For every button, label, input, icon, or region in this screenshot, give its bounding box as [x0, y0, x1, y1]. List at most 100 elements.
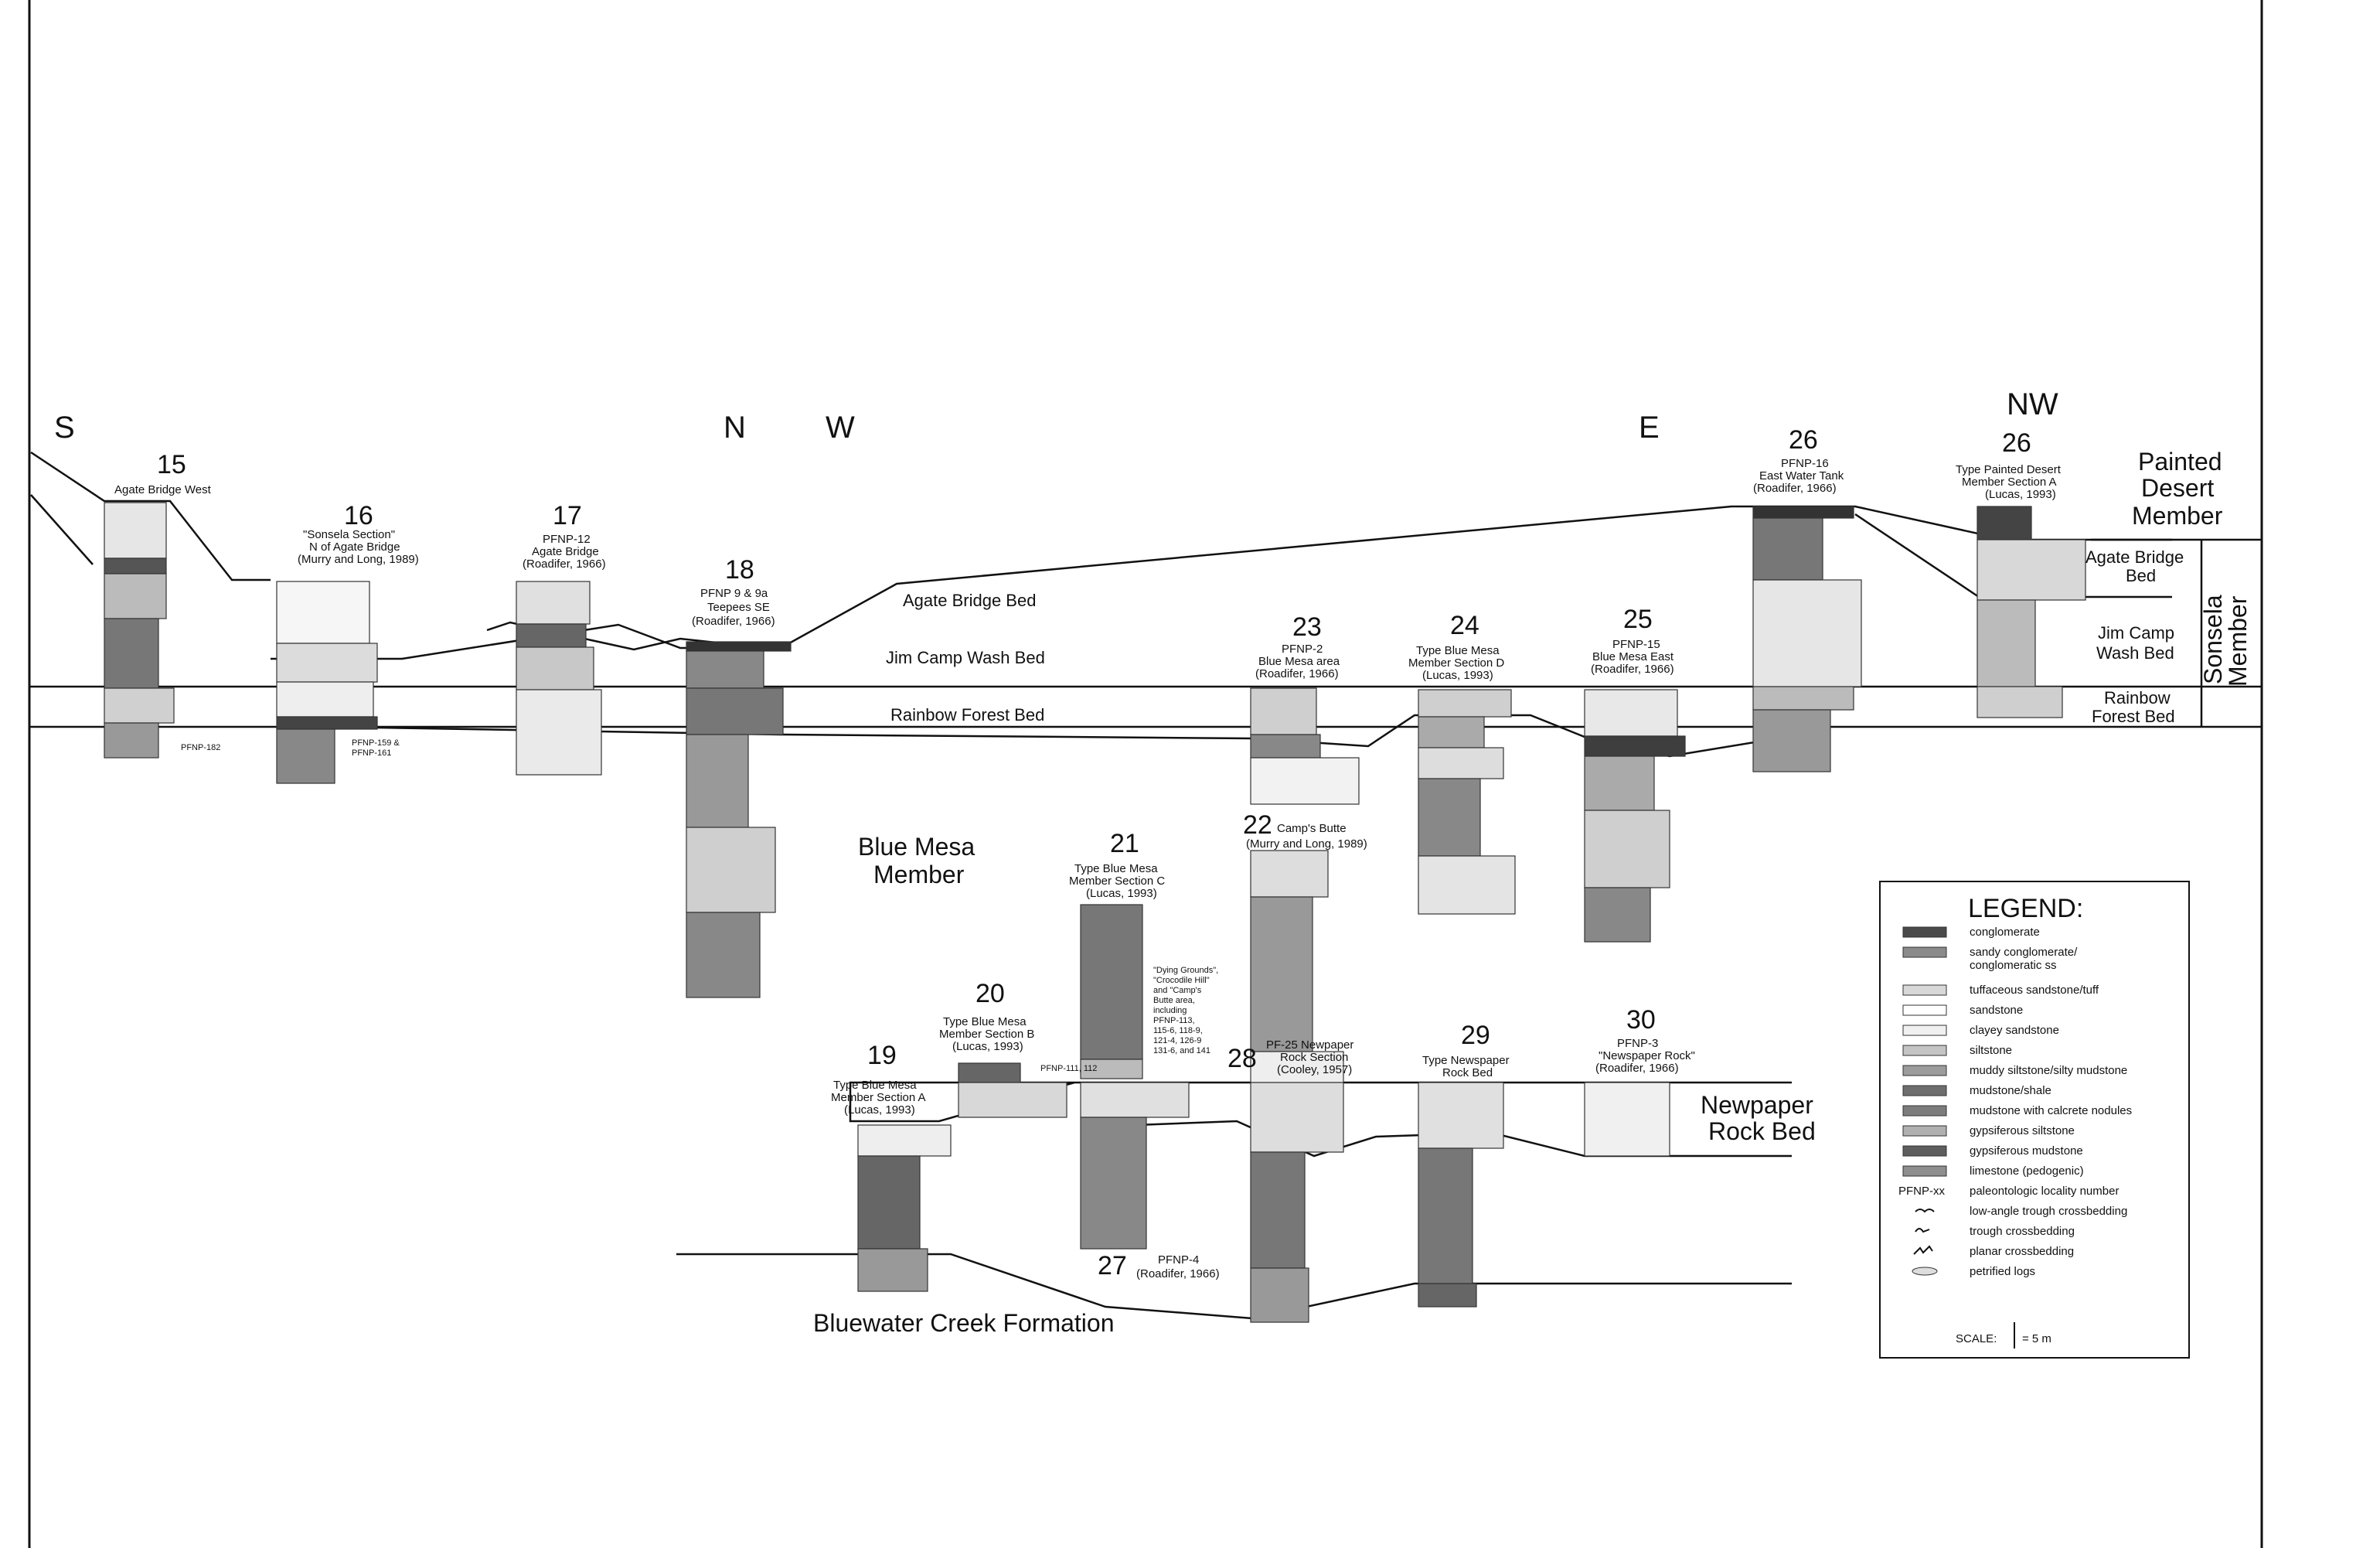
section-number-30: 30: [1626, 1005, 1656, 1035]
section-caption-25-3: (Roadifer, 1966): [1591, 663, 1674, 676]
legend-label: trough crossbedding: [1970, 1225, 2075, 1238]
legend-scale-label: SCALE:: [1956, 1332, 1997, 1345]
section-number-21: 21: [1110, 829, 1139, 858]
section-caption-18-3: (Roadifer, 1966): [692, 615, 775, 628]
section-caption-20-2: Member Section B: [939, 1028, 1034, 1041]
legend-item: sandstone: [1902, 1004, 2023, 1017]
section-28: 28 PF-25 Newpaper Rock Section (Cooley, …: [1227, 1038, 1353, 1076]
legend-item: mudstone/shale: [1902, 1084, 2051, 1097]
section-26-type: 26 Type Painted Desert Member Section A …: [1956, 428, 2062, 501]
legend-label: conglomerate: [1970, 926, 2040, 939]
legend-items: conglomerate sandy conglomerate/conglomer…: [1898, 926, 2132, 1278]
legend-swatch: [1902, 1165, 1947, 1177]
legend-item: sandy conglomerate/conglomeratic ss: [1902, 946, 2078, 972]
section-23: 23 PFNP-2 Blue Mesa area (Roadifer, 1966…: [1255, 612, 1340, 680]
section-25: 25 PFNP-15 Blue Mesa East (Roadifer, 196…: [1591, 605, 1674, 676]
section-30: 30 PFNP-3 "Newspaper Rock" (Roadifer, 19…: [1595, 1005, 1695, 1075]
s-left-wedge: [30, 451, 271, 581]
section-caption-17-1: PFNP-12: [543, 533, 591, 546]
legend-label: gypsiferous mudstone: [1970, 1144, 2083, 1158]
section-24: 24 Type Blue Mesa Member Section D (Luca…: [1408, 611, 1504, 682]
section-27: 27 PFNP-4 (Roadifer, 1966): [1098, 1251, 1220, 1280]
section-26-east: 26 PFNP-16 East Water Tank (Roadifer, 19…: [1753, 425, 1844, 495]
section-number-18: 18: [725, 555, 754, 585]
painted-desert-label-2: Desert: [2141, 474, 2214, 502]
section-caption-28-3: (Cooley, 1957): [1277, 1063, 1352, 1076]
section-17: 17 PFNP-12 Agate Bridge (Roadifer, 1966): [523, 501, 606, 571]
legend-label: muddy siltstone/silty mudstone: [1970, 1064, 2127, 1077]
section-caption-21-1: Type Blue Mesa: [1074, 862, 1158, 875]
bed-labels: Agate Bridge Bed Jim Camp Wash Bed Rainb…: [886, 591, 1045, 725]
locality-pfnp-182: PFNP-182: [181, 743, 220, 752]
section-caption-30-3: (Roadifer, 1966): [1595, 1062, 1679, 1075]
legend-swatch: [1902, 1105, 1947, 1117]
section-caption-26-east-3: (Roadifer, 1966): [1753, 482, 1837, 495]
legend-item: petrified logs: [1912, 1265, 2035, 1278]
section-caption-24-2: Member Section D: [1408, 656, 1504, 670]
dying-grounds-6: PFNP-113,: [1153, 1016, 1195, 1025]
column-20: [958, 1062, 1067, 1118]
legend-item: conglomerate: [1902, 926, 2040, 939]
column-15: [104, 502, 175, 759]
low-angle-crossbedding-icon: [1915, 1209, 1935, 1213]
section-18: 18 PFNP 9 & 9a Teepees SE (Roadifer, 196…: [692, 555, 775, 628]
section-caption-26-east-2: East Water Tank: [1759, 469, 1844, 482]
section-caption-24-3: (Lucas, 1993): [1422, 669, 1493, 682]
planar-crossbedding-icon: [1913, 1245, 1933, 1255]
section-caption-26-type-2: Member Section A: [1962, 476, 2057, 489]
section-29: 29 Type Newspaper Rock Bed: [1422, 1021, 1510, 1079]
section-caption-30-1: PFNP-3: [1617, 1037, 1658, 1050]
dying-grounds-2: "Crocodile Hill": [1153, 976, 1210, 985]
direction-e: E: [1639, 411, 1660, 445]
dying-grounds-8: 121-4, 126-9: [1153, 1036, 1201, 1045]
legend-label: mudstone/shale: [1970, 1084, 2051, 1097]
section-caption-19-1: Type Blue Mesa: [833, 1079, 917, 1092]
legend-label: low-angle trough crossbedding: [1970, 1205, 2127, 1218]
section-number-20: 20: [975, 979, 1005, 1008]
column-25: [1584, 689, 1686, 943]
trough-crossbedding-icon: [1915, 1228, 1930, 1233]
petrified-log-icon: [1912, 1267, 1938, 1276]
locality-pfnp-111: PFNP-111, 112: [1040, 1064, 1097, 1073]
section-caption-16-1: "Sonsela Section": [303, 528, 395, 541]
column-16: [276, 581, 378, 784]
legend-item: gypsiferous mudstone: [1902, 1144, 2083, 1158]
section-caption-27-1: PFNP-4: [1158, 1253, 1199, 1267]
section-caption-30-2: "Newspaper Rock": [1599, 1049, 1695, 1062]
legend-item: limestone (pedogenic): [1902, 1164, 2084, 1178]
section-15: 15 Agate Bridge West: [114, 450, 212, 496]
sonsela-label-2: Member: [2224, 595, 2252, 687]
section-caption-28-2: Rock Section: [1280, 1051, 1348, 1064]
legend-label: petrified logs: [1970, 1265, 2035, 1278]
section-number-25: 25: [1623, 605, 1653, 634]
section-caption-20-3: (Lucas, 1993): [952, 1040, 1023, 1053]
section-number-24: 24: [1450, 611, 1479, 640]
section-caption-18-2: Teepees SE: [707, 601, 770, 614]
painted-desert-label-1: Painted: [2138, 448, 2222, 476]
column-26-type: [1977, 506, 2086, 718]
right-unit-box: [2091, 538, 2263, 727]
section-caption-19-2: Member Section A: [831, 1091, 926, 1104]
legend-swatch: [1902, 984, 1947, 996]
column-22-23: [1250, 687, 1360, 1323]
section-caption-17-3: (Roadifer, 1966): [523, 557, 606, 571]
strat-columns: [104, 502, 2086, 1323]
bluewater-creek-label: Bluewater Creek Formation: [813, 1309, 1114, 1337]
legend-label: gypsiferous siltstone: [1970, 1124, 2075, 1137]
section-caption-20-1: Type Blue Mesa: [943, 1015, 1027, 1028]
section-caption-25-1: PFNP-15: [1612, 638, 1660, 651]
section-number-17: 17: [553, 501, 582, 530]
dying-grounds-5: including: [1153, 1006, 1187, 1015]
section-number-22: 22: [1243, 810, 1272, 840]
legend-label: planar crossbedding: [1970, 1245, 2074, 1258]
section-number-29: 29: [1461, 1021, 1490, 1050]
legend-item: low-angle trough crossbedding: [1915, 1205, 2127, 1218]
locality-pfnp-159-1: PFNP-159 &: [352, 738, 400, 748]
section-caption-16-3: (Murry and Long, 1989): [298, 553, 419, 566]
section-number-28: 28: [1227, 1044, 1257, 1073]
section-number-16: 16: [344, 501, 373, 530]
legend-swatch: [1902, 1045, 1947, 1056]
section-caption-28-1: PF-25 Newpaper: [1266, 1038, 1353, 1052]
